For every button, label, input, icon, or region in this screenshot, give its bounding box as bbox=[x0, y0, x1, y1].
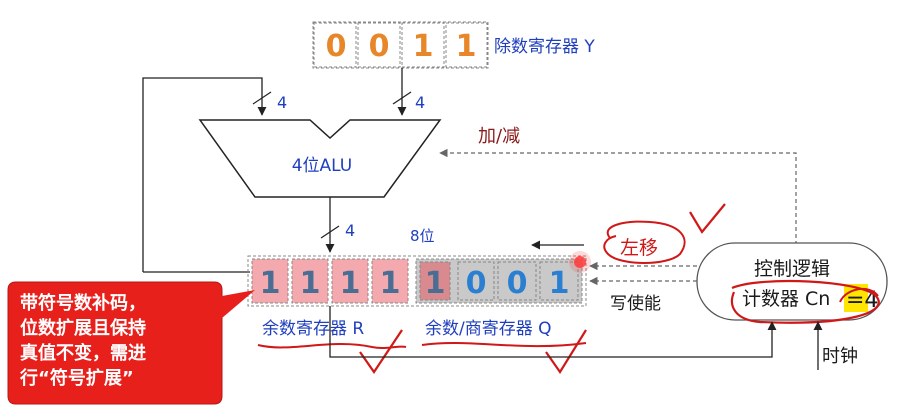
quotient-bit: 0 bbox=[507, 266, 528, 301]
callout-line: 位数扩展且保持 bbox=[20, 317, 146, 339]
callout-line: 行“符号扩展” bbox=[19, 367, 134, 389]
divisor-register-label: 除数寄存器 Y bbox=[494, 37, 595, 57]
remainder-bit: 1 bbox=[260, 266, 281, 301]
remainder-register-label: 余数寄存器 R bbox=[262, 319, 364, 339]
underline-mark bbox=[421, 341, 587, 348]
quotient-bit: 1 bbox=[549, 266, 570, 301]
divisor-bit: 1 bbox=[413, 29, 434, 64]
underline-mark bbox=[257, 343, 407, 349]
remainder-bit: 1 bbox=[340, 266, 361, 301]
shift-left-circle-mark bbox=[603, 220, 686, 264]
counter-circle-mark bbox=[839, 287, 879, 303]
clock-label: 时钟 bbox=[822, 346, 858, 367]
check-mark bbox=[689, 203, 726, 234]
pointer-dot-glow bbox=[569, 251, 591, 273]
alu-label: 4位ALU bbox=[292, 156, 353, 176]
check-mark bbox=[359, 329, 403, 374]
shift-register: 1 1 1 1 1 0 0 1 bbox=[247, 255, 587, 307]
bus-slash bbox=[320, 225, 340, 239]
register-to-control-bus bbox=[329, 306, 777, 358]
callout-line: 带符号数补码， bbox=[20, 292, 146, 314]
quotient-register-label: 余数/商寄存器 Q bbox=[425, 319, 552, 339]
quotient-bit: 1 bbox=[425, 266, 446, 301]
bus-width-left: 4 bbox=[277, 93, 287, 112]
pointer-dot bbox=[574, 256, 586, 268]
bus-width-out: 4 bbox=[345, 221, 355, 240]
write-enable-label: 写使能 bbox=[610, 293, 661, 314]
callout-line: 真值不变，需进 bbox=[20, 342, 146, 364]
check-mark bbox=[545, 329, 587, 374]
alu-block bbox=[198, 119, 442, 198]
bus-width-right: 4 bbox=[415, 93, 425, 112]
add-sub-label: 加/减 bbox=[478, 126, 520, 147]
quotient-bit: 0 bbox=[466, 266, 487, 301]
counter-label: 计数器 Cn bbox=[742, 288, 830, 310]
shift-left-label: 左移 bbox=[620, 237, 658, 259]
divisor-bit: 1 bbox=[456, 29, 477, 64]
control-logic-title: 控制逻辑 bbox=[754, 258, 830, 280]
counter-circle-mark bbox=[730, 279, 880, 324]
remainder-bit: 1 bbox=[300, 266, 321, 301]
sign-extension-callout: 带符号数补码， 位数扩展且保持 真值不变，需进 行“符号扩展” bbox=[7, 281, 255, 405]
register-width-label: 8位 bbox=[410, 227, 435, 245]
add-sub-signal bbox=[439, 148, 797, 245]
bus-r-to-alu bbox=[142, 77, 267, 258]
bus-slash bbox=[392, 91, 412, 105]
remainder-bit: 1 bbox=[380, 266, 401, 301]
divisor-bit: 0 bbox=[369, 29, 390, 64]
divisor-register: 0 0 1 1 bbox=[312, 21, 489, 69]
divisor-bit: 0 bbox=[326, 29, 347, 64]
bus-slash bbox=[252, 91, 272, 105]
